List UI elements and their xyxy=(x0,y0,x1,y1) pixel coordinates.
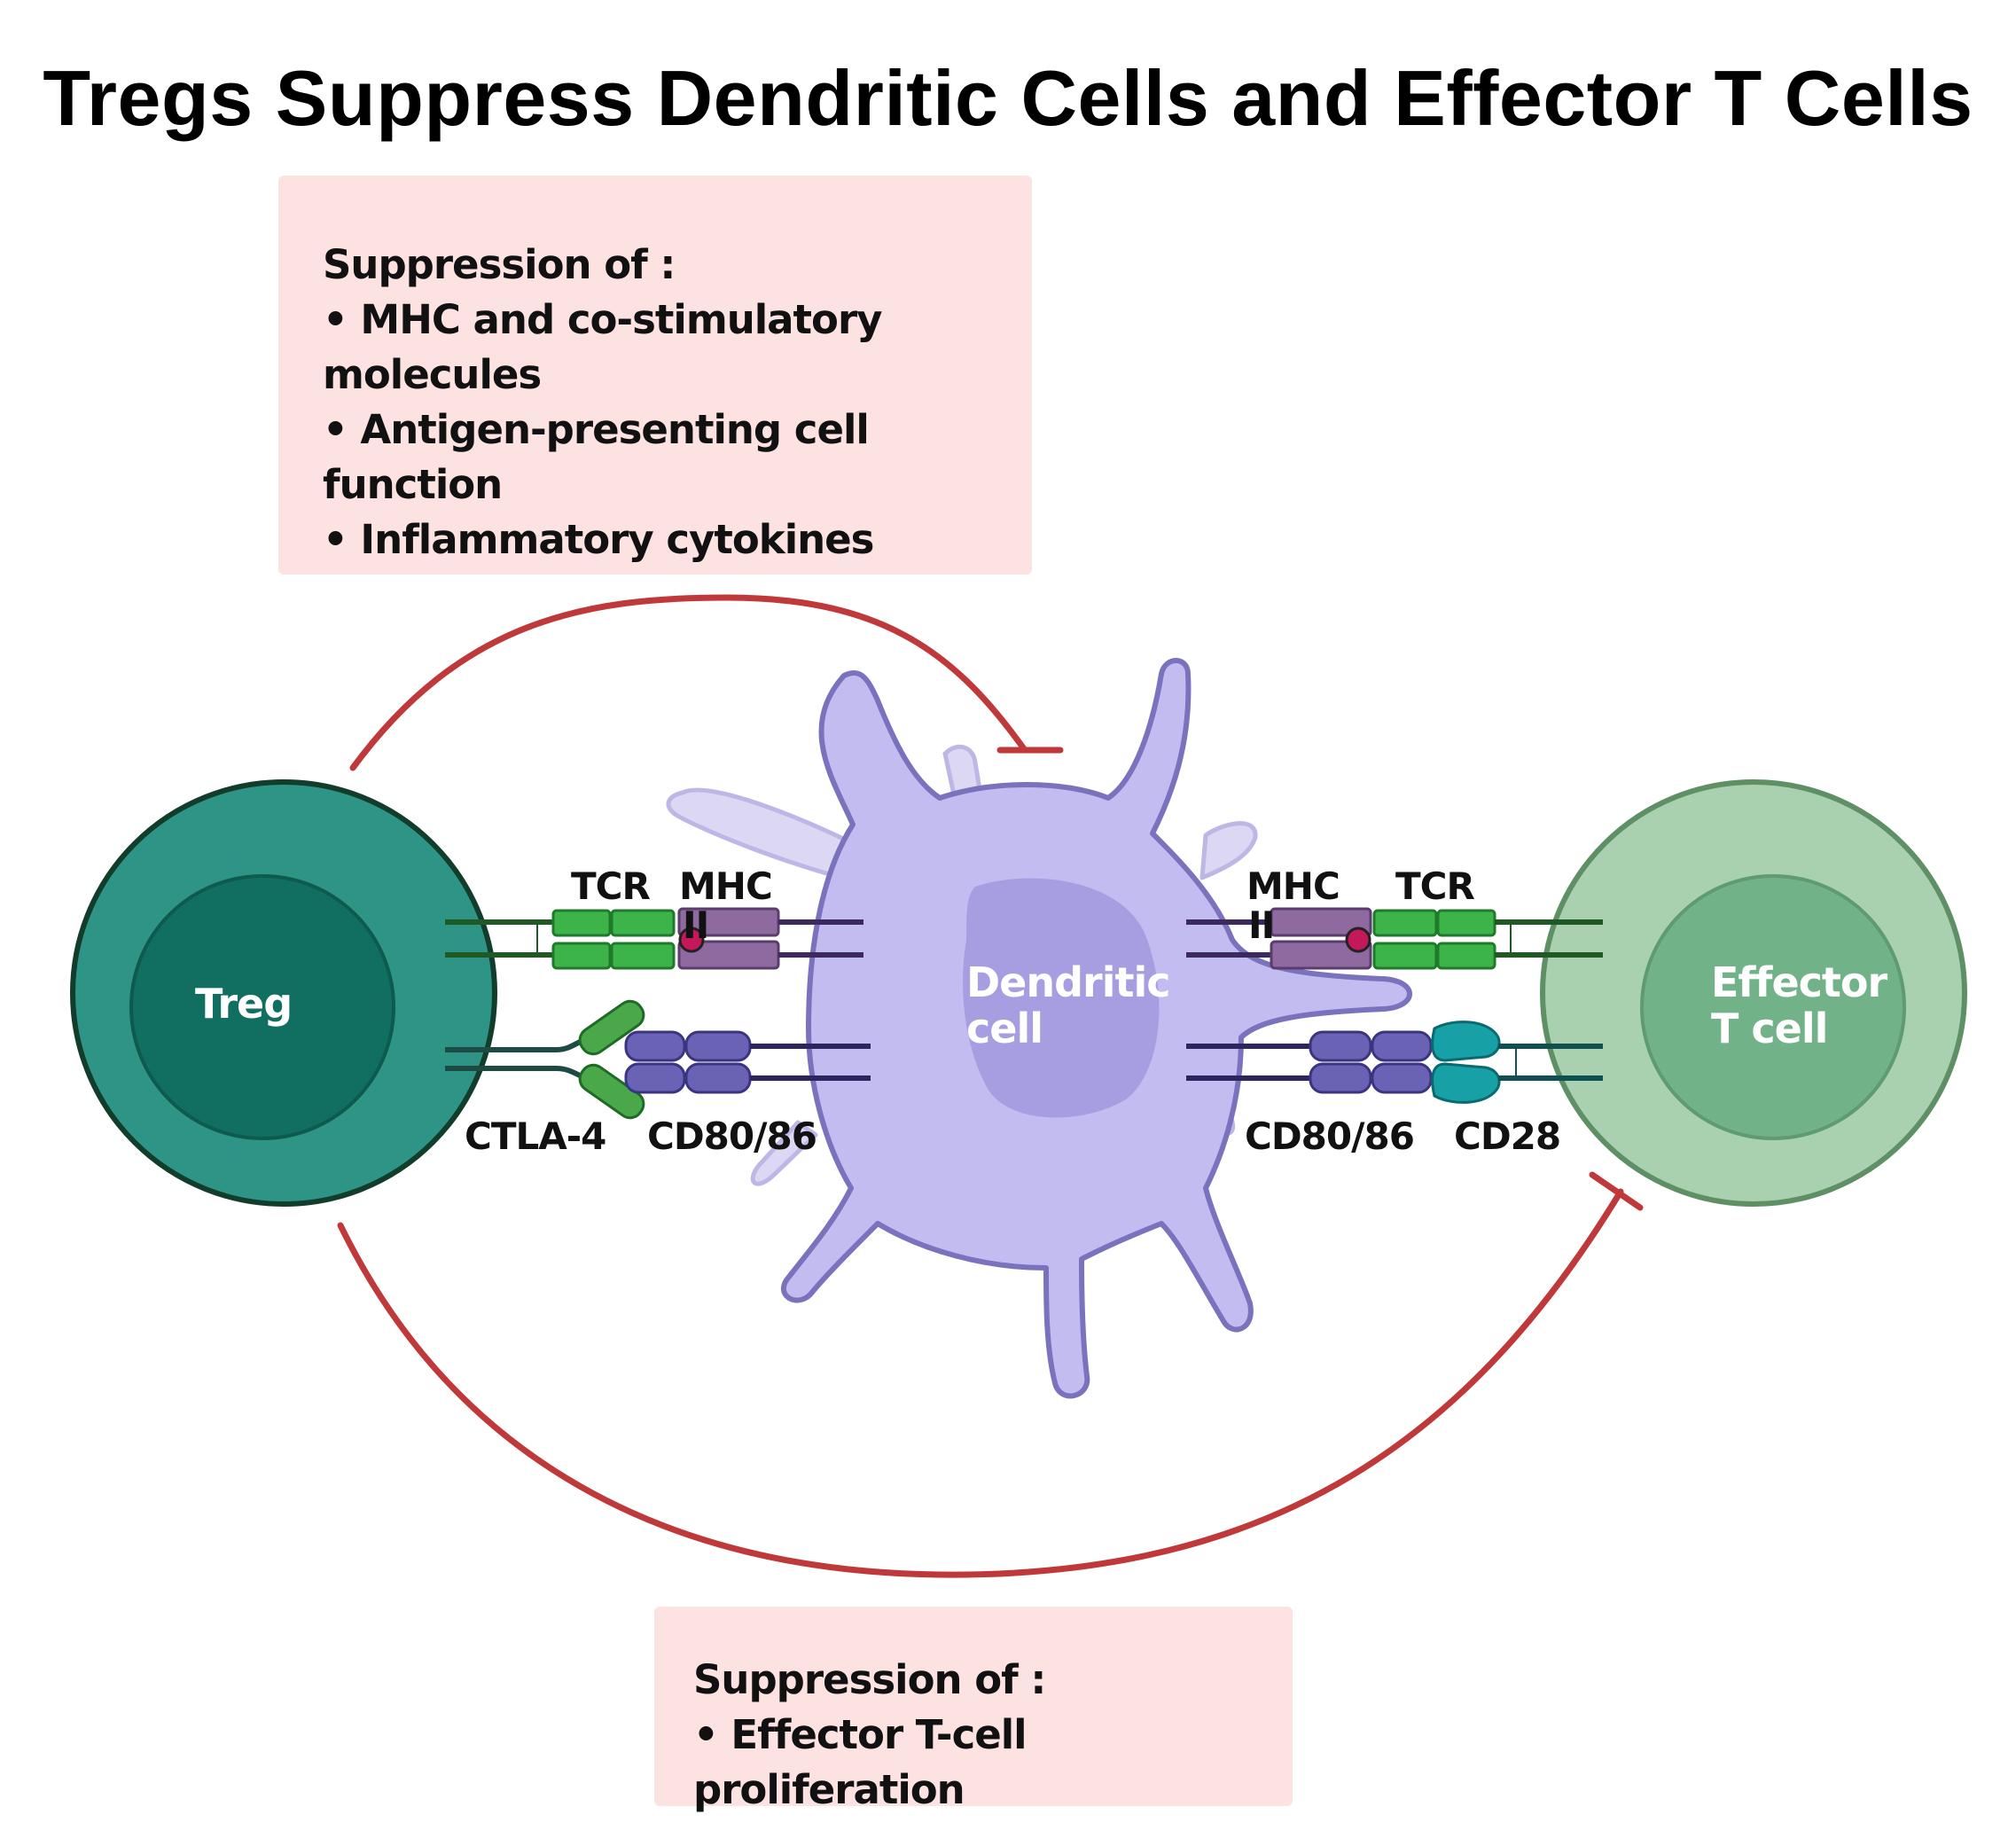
effector-cell-label: Effector xyxy=(1711,958,1888,1006)
cd28-receptor xyxy=(1431,1021,1603,1104)
dc-box-item: • Inflammatory cytokines xyxy=(323,516,874,563)
right-mhc-label: MHC xyxy=(1246,864,1340,908)
inhibition-arc-dc xyxy=(349,594,1064,771)
left-cd80-86 xyxy=(624,1030,871,1094)
right-tcr-label: TCR xyxy=(1395,864,1474,908)
antigen-peptide-icon xyxy=(678,927,705,953)
left-mhc-label: II xyxy=(683,903,708,947)
dc-suppression-box: Suppression of : • MHC and co-stimulator… xyxy=(278,176,1032,575)
right-tcr-receptor xyxy=(1372,909,1603,970)
ctla4-receptor xyxy=(445,999,645,1120)
dc-box-heading: Suppression of : xyxy=(323,241,676,288)
left-tcr-receptor xyxy=(445,909,676,970)
antigen-peptide-icon xyxy=(1345,927,1371,953)
right-mhc-ii xyxy=(1186,907,1372,970)
left-mhc-label: MHC xyxy=(679,864,772,908)
teff-suppression-box: Suppression of : • Effector T-cell proli… xyxy=(654,1607,1293,1813)
cd28-label: CD28 xyxy=(1454,1114,1560,1158)
dendritic-cell-label: cell xyxy=(966,1005,1043,1052)
dc-box-item: • MHC and co-stimulatory xyxy=(323,296,883,343)
inhibition-arc-effector xyxy=(337,1171,1644,1578)
left-cd80-label: CD80/86 xyxy=(647,1114,817,1158)
right-cd80-86 xyxy=(1186,1030,1433,1094)
effector-cell-label: T cell xyxy=(1711,1005,1827,1052)
right-cd80-label: CD80/86 xyxy=(1245,1114,1414,1158)
dc-box-item: • Antigen-presenting cell function xyxy=(323,406,870,508)
left-tcr-label: TCR xyxy=(571,864,650,908)
dendritic-cell-label: Dendritic xyxy=(966,958,1170,1006)
dc-box-item: molecules xyxy=(323,351,542,398)
left-mhc-ii xyxy=(677,907,863,970)
ctla4-label: CTLA-4 xyxy=(465,1114,606,1158)
treg-cell: Treg xyxy=(70,779,497,1207)
effector-t-cell: Effector T cell xyxy=(1540,779,1967,1207)
dendritic-cell: Dendritic cell xyxy=(666,658,1412,1399)
treg-label: Treg xyxy=(195,980,292,1028)
page-title: Tregs Suppress Dendritic Cells and Effec… xyxy=(43,54,1973,142)
teff-box-item: • Effector T-cell proliferation xyxy=(693,1711,1028,1813)
right-mhc-label: II xyxy=(1248,903,1274,947)
teff-box-heading: Suppression of : xyxy=(693,1656,1046,1703)
